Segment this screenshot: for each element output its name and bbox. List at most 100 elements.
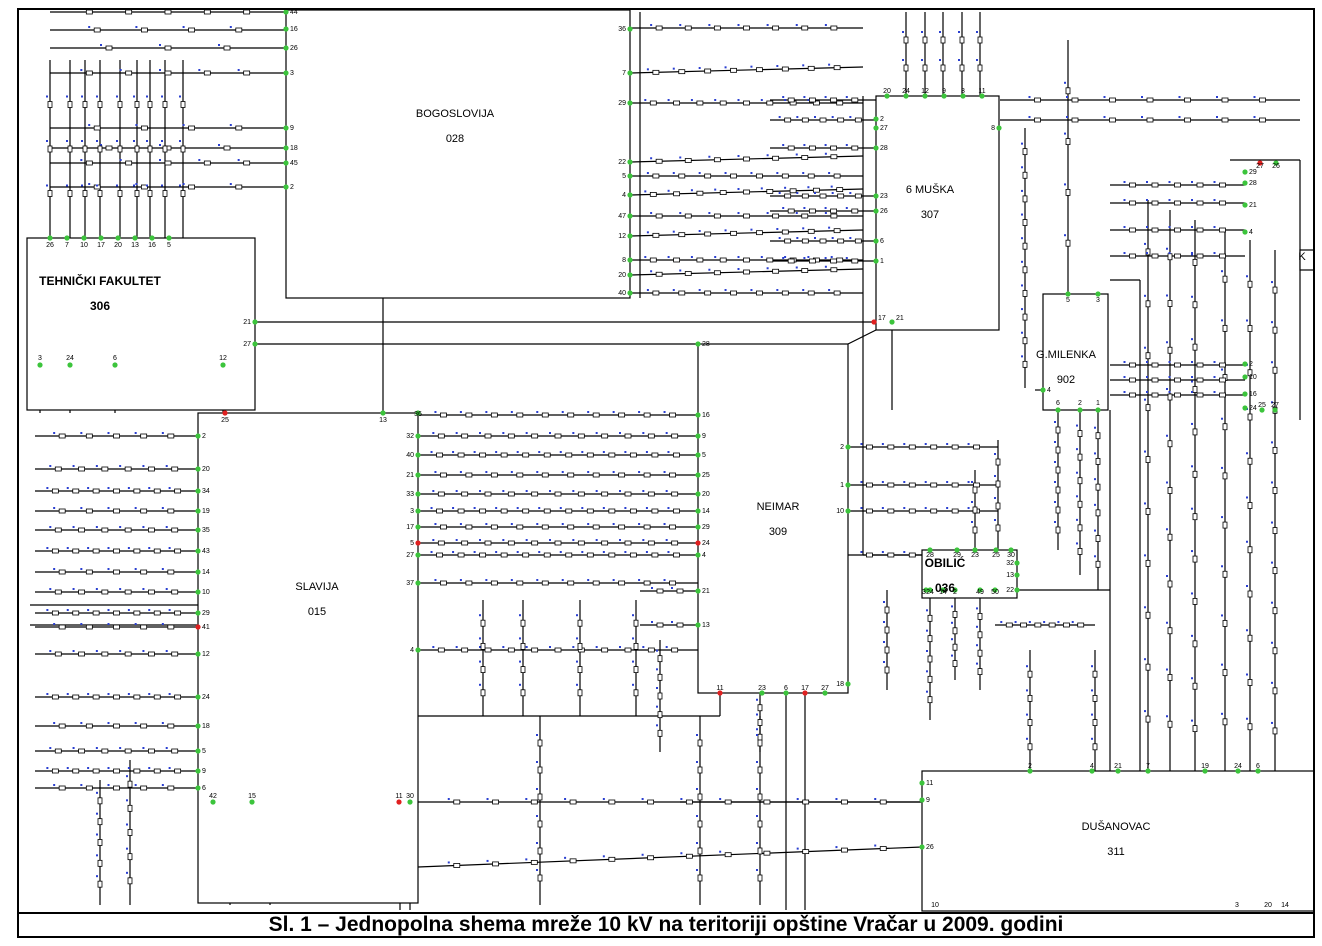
device-marker <box>903 551 906 553</box>
switch-symbol <box>85 10 93 15</box>
switch-symbol <box>203 10 211 15</box>
switch-symbol <box>543 508 551 514</box>
switch-symbol <box>440 412 447 418</box>
switch-symbol <box>1022 290 1028 297</box>
switch-symbol <box>652 290 660 296</box>
switch-symbol <box>1192 640 1198 648</box>
substation-name: G.MILENKA <box>1036 349 1097 361</box>
switch-symbol <box>1022 313 1028 321</box>
port-label: 20 <box>202 466 210 473</box>
device-marker <box>612 579 615 581</box>
connection-node <box>695 452 701 458</box>
port-label: 6 <box>202 785 206 792</box>
switch-symbol <box>1192 725 1198 733</box>
switch-symbol <box>1192 470 1198 478</box>
switch-symbol <box>85 569 93 575</box>
switch-symbol <box>134 190 140 197</box>
connection-node <box>132 235 138 241</box>
device-marker <box>1221 712 1223 715</box>
connection-node <box>922 93 928 99</box>
switch-symbol <box>1196 362 1204 368</box>
device-marker <box>1221 368 1223 371</box>
device-marker <box>53 432 56 434</box>
switch-symbol <box>830 267 838 273</box>
device-marker <box>646 172 649 174</box>
device-marker <box>95 588 98 590</box>
connection-node <box>220 362 226 368</box>
device-marker <box>1146 199 1148 201</box>
connection-node <box>695 472 701 478</box>
switch-symbol <box>480 619 486 627</box>
switch-symbol <box>879 799 887 805</box>
port-label: 17 <box>801 685 809 692</box>
switch-symbol <box>203 70 211 76</box>
switch-symbol <box>148 466 155 472</box>
device-marker <box>1166 388 1168 390</box>
switch-symbol <box>507 540 515 546</box>
port-label: 3 <box>410 508 414 515</box>
connection-node <box>1242 391 1248 397</box>
device-marker <box>672 172 675 174</box>
device-marker <box>1021 355 1023 358</box>
switch-symbol <box>977 64 983 72</box>
device-marker <box>1213 361 1216 363</box>
switch-symbol <box>516 412 524 418</box>
switch-symbol <box>685 799 693 805</box>
switch-symbol <box>124 466 132 472</box>
switch-symbol <box>903 64 909 72</box>
switch-symbol <box>586 508 594 514</box>
switch-symbol <box>78 466 85 472</box>
device-marker <box>72 650 75 652</box>
switch-symbol <box>1027 743 1033 751</box>
device-marker <box>502 539 505 541</box>
device-marker <box>1246 673 1248 676</box>
switch-symbol <box>461 647 469 653</box>
device-marker <box>698 172 701 174</box>
connection-node <box>249 799 255 805</box>
device-marker <box>46 693 49 695</box>
switch-symbol <box>537 820 543 828</box>
switch-symbol <box>541 412 549 418</box>
device-marker <box>803 144 806 146</box>
switch-symbol <box>1055 446 1061 454</box>
device-marker <box>667 507 670 509</box>
switch-symbol <box>977 649 983 657</box>
switch-symbol <box>113 433 120 439</box>
device-marker <box>134 568 137 570</box>
device-marker <box>81 140 83 142</box>
switch-symbol <box>436 552 443 558</box>
device-marker <box>142 650 145 652</box>
port-label: 8 <box>622 257 626 264</box>
switch-symbol <box>730 67 737 73</box>
device-marker <box>642 490 645 492</box>
switch-symbol <box>78 527 85 533</box>
device-marker <box>66 693 69 695</box>
connection-node <box>195 589 201 595</box>
switch-symbol <box>180 190 186 197</box>
switch-symbol <box>133 610 141 616</box>
device-marker <box>1246 319 1248 322</box>
connection-node <box>283 10 289 15</box>
switch-symbol <box>719 257 727 263</box>
connection-node <box>149 235 155 241</box>
connection-node <box>952 587 958 593</box>
switch-symbol <box>757 874 763 882</box>
device-marker <box>814 192 816 194</box>
port-label: 43 <box>202 548 210 555</box>
connection-node <box>627 100 633 106</box>
device-marker <box>807 99 810 101</box>
device-marker <box>1221 516 1223 519</box>
device-marker <box>107 487 110 489</box>
connection-node <box>695 588 701 594</box>
device-marker <box>803 207 806 209</box>
port-label: 20 <box>702 491 710 498</box>
device-marker <box>165 465 168 467</box>
device-marker <box>80 568 83 570</box>
switch-symbol <box>959 36 965 44</box>
device-marker <box>1191 592 1193 595</box>
switch-symbol <box>830 258 837 264</box>
switch-symbol <box>58 569 66 575</box>
device-marker <box>1221 417 1223 420</box>
device-marker <box>1246 275 1248 278</box>
switch-symbol <box>1092 719 1098 726</box>
